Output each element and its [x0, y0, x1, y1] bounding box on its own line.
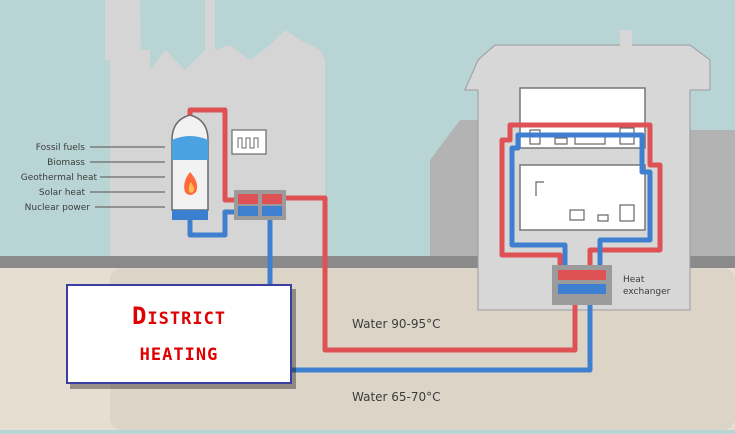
- supply-label: Water 90-95°C: [352, 317, 441, 331]
- boiler: [171, 114, 209, 220]
- lower-room-furniture: [535, 181, 635, 222]
- chimney-1: [105, 0, 140, 60]
- background-house-right: [690, 130, 735, 270]
- title-box: District heating: [66, 284, 292, 384]
- title-line-2: heating: [139, 338, 219, 366]
- return-label: Water 65-70°C: [352, 390, 441, 404]
- energy-source-lines: [90, 146, 165, 208]
- chimney-2: [205, 0, 215, 50]
- lower-room: [519, 164, 646, 231]
- upper-room: [519, 87, 646, 149]
- turbine-icon: [231, 129, 267, 155]
- supply-pipes: [187, 107, 663, 353]
- boiler-base: [172, 210, 208, 220]
- energy-source-label: Geothermal heat: [21, 173, 98, 183]
- plant-heat-exchanger: [234, 190, 286, 220]
- title: District heating: [132, 298, 226, 370]
- heat-exchanger-label-line2: exchanger: [623, 287, 671, 297]
- energy-source-label: Solar heat: [39, 188, 86, 198]
- boiler-water: [172, 136, 208, 160]
- energy-source-label: Fossil fuels: [36, 143, 86, 153]
- energy-source-label: Biomass: [47, 158, 85, 168]
- house-chimney: [620, 30, 632, 50]
- title-line-1: District: [131, 302, 227, 330]
- house-heat-exchanger: [552, 265, 612, 305]
- heat-exchanger-label-line1: Heat: [623, 275, 645, 285]
- energy-sources: Fossil fuels Biomass Geothermal heat Sol…: [21, 143, 98, 213]
- energy-source-label: Nuclear power: [25, 203, 91, 213]
